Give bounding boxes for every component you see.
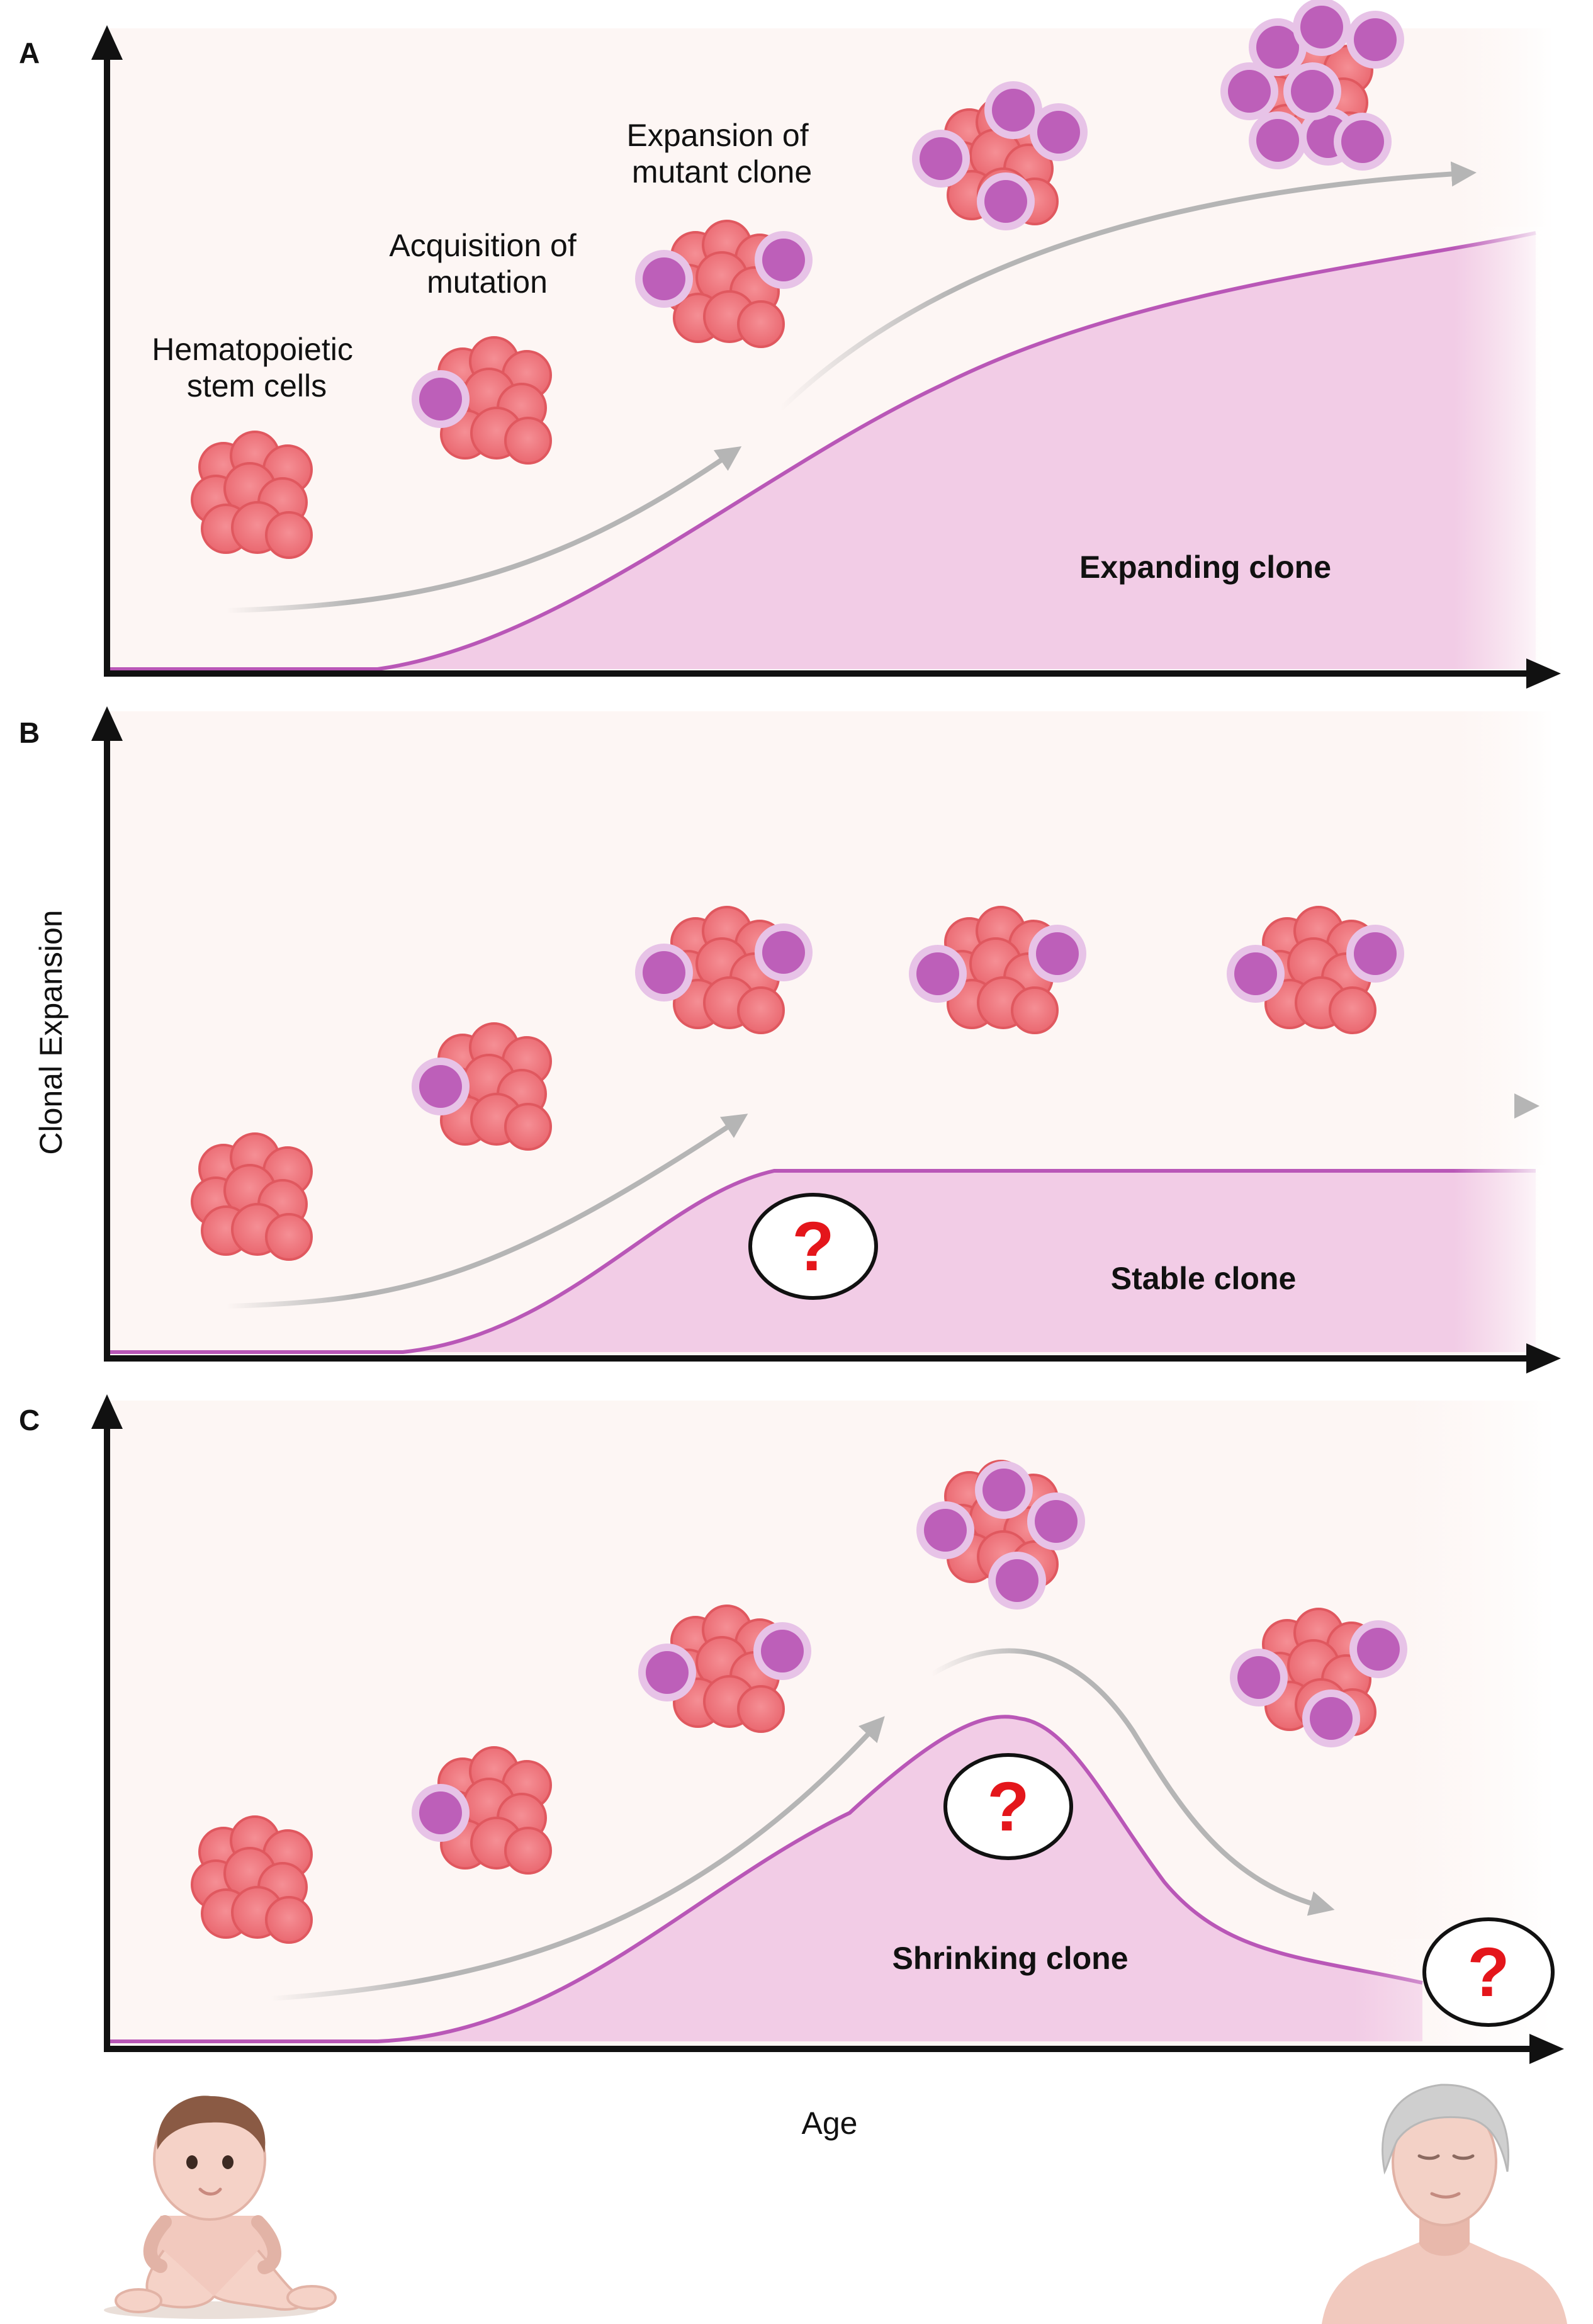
stage-label-acquisition-line2: mutation [427,264,548,300]
stage-label-hsc-line2: stem cells [187,368,327,403]
progression-arrow [779,161,1477,411]
stage-label-hsc: Hematopoietic stem cells [152,332,362,403]
panel-letter-a: A [19,37,40,69]
stem-cell-cluster [191,431,313,559]
stem-cell-cluster [191,1132,313,1261]
unknown-marker: ? [1422,1917,1555,2027]
stage-label-acquisition: Acquisition of mutation [389,228,585,300]
stage-label-acquisition-line1: Acquisition of [389,228,576,263]
question-mark: ? [792,1208,834,1285]
x-axis-arrowhead [1526,1343,1561,1374]
question-mark: ? [1467,1934,1509,2011]
panel-letter-b: B [19,716,40,749]
stage-label-hsc-line1: Hematopoietic [152,332,353,367]
curve-label-expanding: Expanding clone [1079,550,1331,585]
panel-b: ? B Stable clone Clonal Expansion [19,706,1561,1374]
progression-arrow [226,446,742,613]
stable-clone-curve [107,1169,1536,1354]
progression-arrow [226,1114,748,1309]
stage-label-expansion-line2: mutant clone [632,154,812,189]
y-axis-arrowhead [91,25,123,60]
stage-label-expansion-line1: Expansion of [627,118,809,153]
unknown-marker: ? [748,1193,878,1300]
infant-icon [104,2096,337,2319]
elderly-person-icon [1322,2084,1567,2324]
curve-label-shrinking: Shrinking clone [892,1941,1128,1976]
panel-c: ? ? C Shrinking clone Age [19,1394,1564,2141]
x-axis-arrowhead [1529,2034,1564,2064]
shrinking-clone-area [107,1717,1422,2041]
y-axis-label: Clonal Expansion [33,910,69,1154]
progression-arrow [930,1648,1335,1916]
progression-arrow [270,1716,885,2001]
x-axis-arrowhead [1526,658,1561,689]
question-mark: ? [987,1768,1029,1846]
x-axis-label: Age [802,2106,858,2141]
panel-letter-c: C [19,1404,40,1436]
stage-label-expansion: Expansion of mutant clone [627,118,818,189]
expanding-clone-curve [107,231,1536,671]
unknown-marker: ? [943,1753,1073,1860]
curve-label-stable: Stable clone [1111,1261,1297,1296]
y-axis-arrowhead [91,706,123,741]
stem-cell-cluster [191,1815,313,1944]
panel-a: A Hematopoietic stem cells Acquisition o… [19,0,1561,689]
shrinking-clone-curve [107,1715,1423,2043]
y-axis-arrowhead [91,1394,123,1429]
